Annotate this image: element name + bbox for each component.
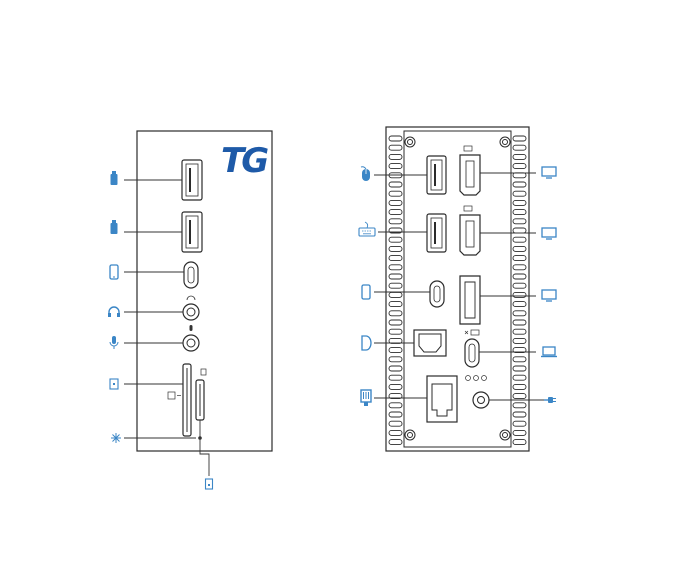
vent-slot <box>513 384 526 389</box>
vent-slot <box>513 200 526 205</box>
monitor-icon <box>542 290 556 301</box>
brand-logo: TG <box>221 141 268 181</box>
vent-slot <box>389 366 402 371</box>
rear-usb-a-port-2 <box>427 214 446 252</box>
vent-slot <box>513 302 526 307</box>
rear-optical-audio-port <box>414 330 446 356</box>
rear-usb-c-port <box>430 281 444 307</box>
vent-slot <box>513 182 526 187</box>
vent-slot <box>513 283 526 288</box>
rear-usb-a-port-1 <box>427 156 446 194</box>
vent-slot <box>389 302 402 307</box>
rear-panel <box>359 127 557 451</box>
vent-slot <box>389 440 402 445</box>
front-panel: TG <box>108 131 272 489</box>
vent-slot <box>513 338 526 343</box>
vent-slot <box>389 375 402 380</box>
vent-slot <box>389 265 402 270</box>
vent-slot <box>389 421 402 426</box>
phone-icon <box>110 265 118 279</box>
vent-slot <box>513 136 526 141</box>
vent-slot <box>513 394 526 399</box>
vent-slot <box>389 191 402 196</box>
front-usb-a-port-1 <box>182 160 202 200</box>
vent-slot <box>513 311 526 316</box>
vent-slot <box>513 164 526 169</box>
vent-slot <box>389 320 402 325</box>
headphones-icon <box>108 307 120 317</box>
usb-stick-icon <box>111 171 118 185</box>
vent-slot <box>389 200 402 205</box>
sd-card-icon <box>110 379 118 389</box>
vent-slot <box>389 274 402 279</box>
vent-slot <box>513 329 526 334</box>
vent-slot <box>513 357 526 362</box>
monitor-icon <box>542 167 556 178</box>
vent-slot <box>513 145 526 150</box>
vent-slot <box>513 440 526 445</box>
vent-slot <box>513 274 526 279</box>
vent-slot <box>389 430 402 435</box>
optical-audio-icon <box>362 336 371 350</box>
laptop-icon <box>541 347 557 357</box>
vent-slot <box>389 412 402 417</box>
vent-slot <box>513 366 526 371</box>
keyboard-icon <box>359 222 375 236</box>
front-usb-c-port <box>184 262 198 288</box>
vent-slot <box>389 329 402 334</box>
vent-slot <box>389 182 402 187</box>
vent-slot <box>513 154 526 159</box>
vent-slot <box>389 403 402 408</box>
vent-slot <box>389 256 402 261</box>
rear-displayport <box>460 276 480 324</box>
vent-slot <box>389 154 402 159</box>
vent-slot <box>513 421 526 426</box>
vent-slot <box>513 320 526 325</box>
vent-slot <box>513 265 526 270</box>
vent-slot <box>513 173 526 178</box>
ethernet-icon <box>361 390 371 406</box>
vent-slot <box>513 430 526 435</box>
vent-slot <box>513 219 526 224</box>
vent-slot <box>513 237 526 242</box>
vent-slot <box>513 403 526 408</box>
vent-slot <box>389 292 402 297</box>
vent-slot <box>389 210 402 215</box>
vent-slot <box>513 246 526 251</box>
vent-slot <box>389 246 402 251</box>
vent-slot <box>513 256 526 261</box>
front-usb-a-port-2 <box>182 212 202 252</box>
vent-slot <box>389 357 402 362</box>
vent-slot <box>389 145 402 150</box>
vent-slot <box>513 210 526 215</box>
light-icon <box>111 433 121 443</box>
vent-slot <box>389 283 402 288</box>
vent-slot <box>389 311 402 316</box>
vent-slot <box>513 228 526 233</box>
rear-ethernet-port <box>427 376 457 422</box>
vent-slot <box>389 237 402 242</box>
power-plug-icon <box>544 397 556 403</box>
vent-slot <box>513 375 526 380</box>
microphone-icon <box>110 336 118 349</box>
monitor-icon <box>542 228 556 239</box>
vent-slot <box>513 412 526 417</box>
vent-slot <box>513 191 526 196</box>
vent-slot <box>389 384 402 389</box>
vent-slot <box>389 164 402 169</box>
brand-logo-text: TG <box>221 141 268 181</box>
phone-icon <box>362 285 370 299</box>
vent-slot <box>389 348 402 353</box>
vent-slot <box>513 292 526 297</box>
vent-slot <box>389 136 402 141</box>
vent-slot <box>389 219 402 224</box>
micro-sd-icon <box>206 479 213 489</box>
usb-stick-icon <box>111 220 118 234</box>
mouse-icon <box>361 167 370 181</box>
